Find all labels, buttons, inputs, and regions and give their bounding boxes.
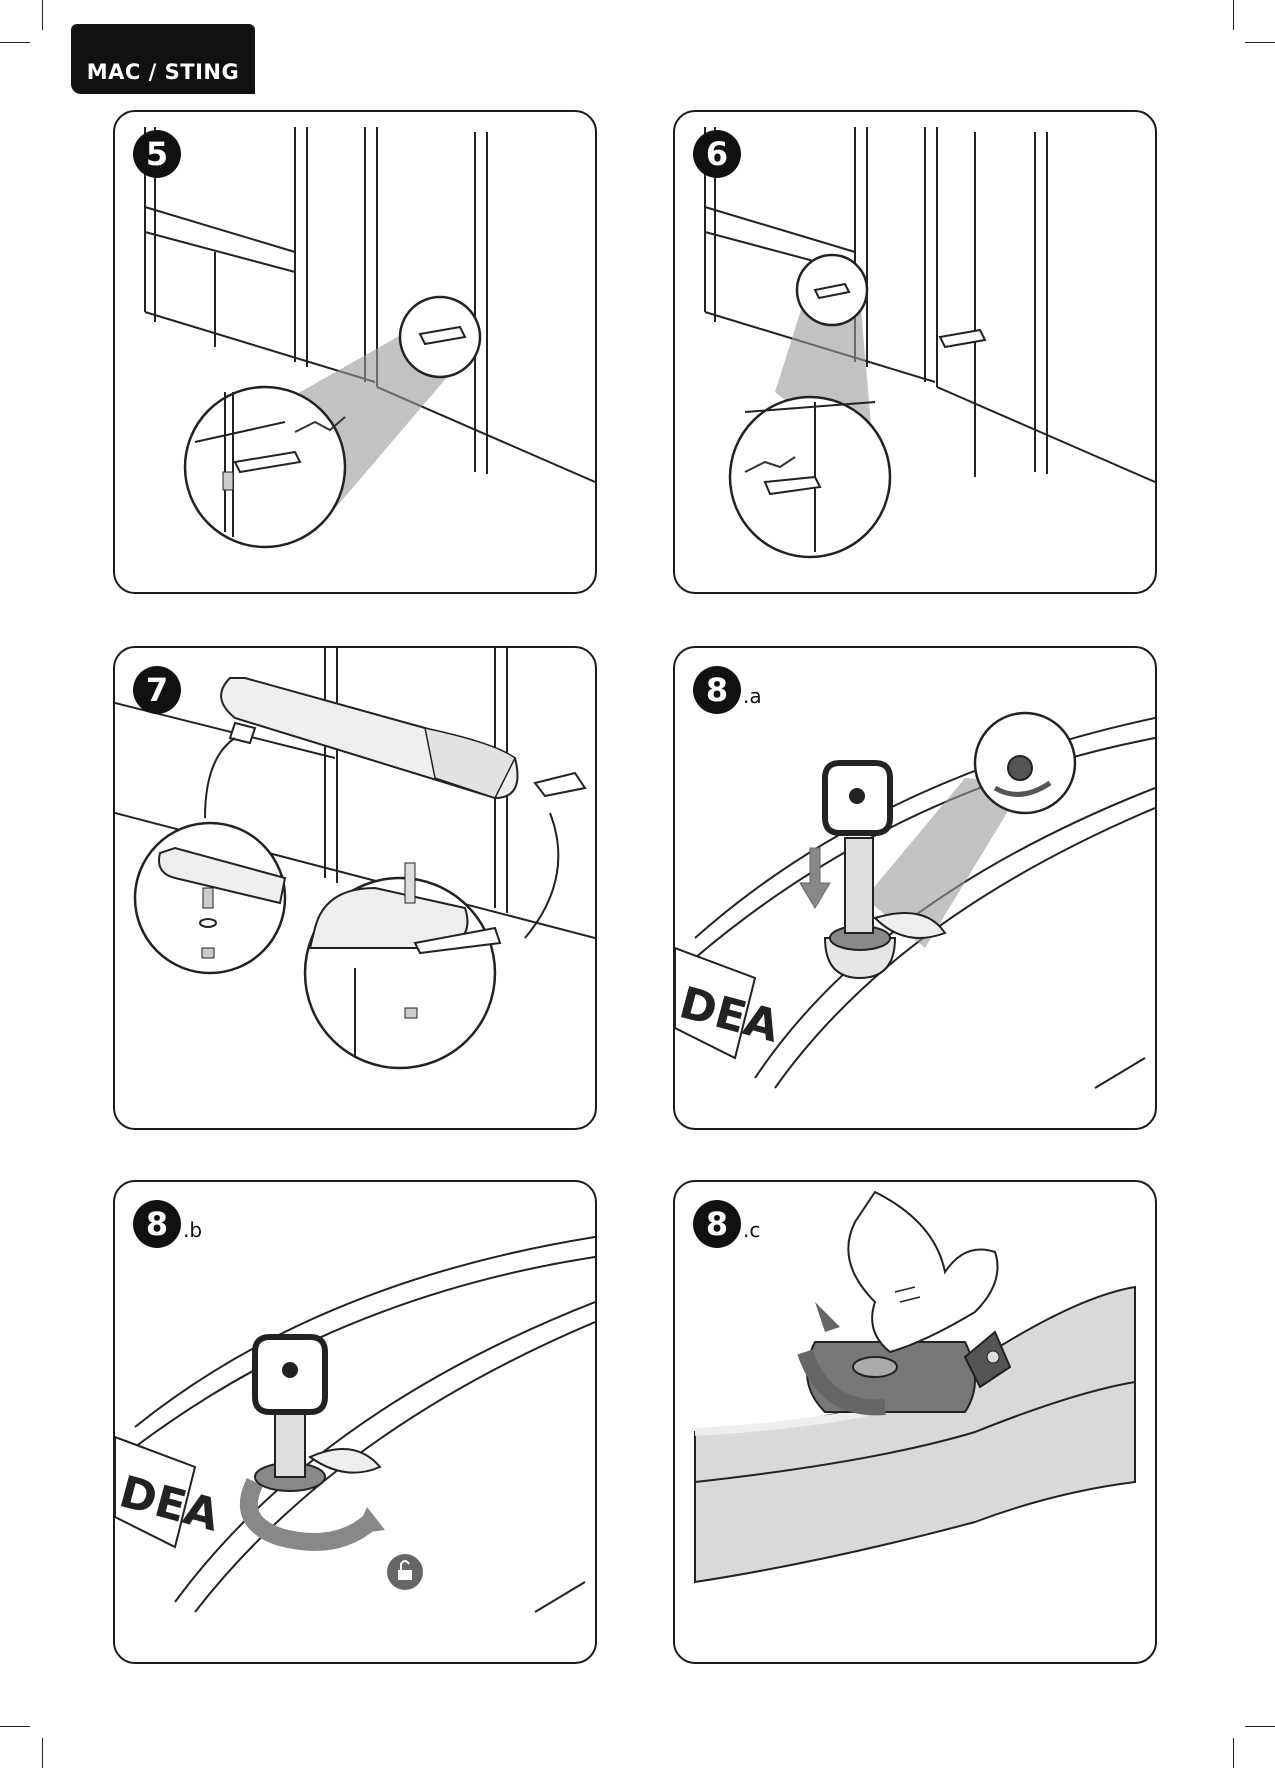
crop-mark <box>1233 1738 1234 1768</box>
brand-logo: DEA <box>675 977 785 1052</box>
step-number-badge: 7 <box>133 666 181 714</box>
release-key-insert-illustration: DEA <box>675 648 1157 1130</box>
step-panel-7: 7 <box>113 646 597 1130</box>
step-number-badge: 6 <box>693 130 741 178</box>
crop-mark <box>1233 0 1234 30</box>
step-panel-8b: DEA 8 .b <box>113 1180 597 1664</box>
header-tab: MAC / STING <box>71 24 255 94</box>
step-panel-5: 5 <box>113 110 597 594</box>
crop-mark <box>0 1726 30 1727</box>
step-suffix: .c <box>743 1218 760 1242</box>
manual-title: MAC / STING <box>71 60 255 84</box>
step-suffix: .a <box>743 684 762 708</box>
release-key-turn-illustration: DEA <box>115 1182 597 1664</box>
gate-stop-illustration <box>675 112 1157 594</box>
brand-logo: DEA <box>115 1466 225 1541</box>
step-number-badge: 8 <box>693 666 741 714</box>
crop-mark <box>0 42 30 43</box>
step-number-badge: 5 <box>133 130 181 178</box>
crop-mark <box>42 1738 43 1768</box>
step-suffix: .b <box>183 1218 202 1242</box>
step-number-badge: 8 <box>693 1200 741 1248</box>
step-panel-8c: 8 .c <box>673 1180 1157 1664</box>
crop-mark <box>1245 42 1275 43</box>
release-lever-open-illustration <box>675 1182 1157 1664</box>
step-panel-8a: DEA 8 .a <box>673 646 1157 1130</box>
crop-mark <box>42 0 43 30</box>
operator-mounting-illustration <box>115 648 597 1130</box>
gate-stop-illustration <box>115 112 597 594</box>
step-number-badge: 8 <box>133 1200 181 1248</box>
step-panel-6: 6 <box>673 110 1157 594</box>
crop-mark <box>1245 1726 1275 1727</box>
